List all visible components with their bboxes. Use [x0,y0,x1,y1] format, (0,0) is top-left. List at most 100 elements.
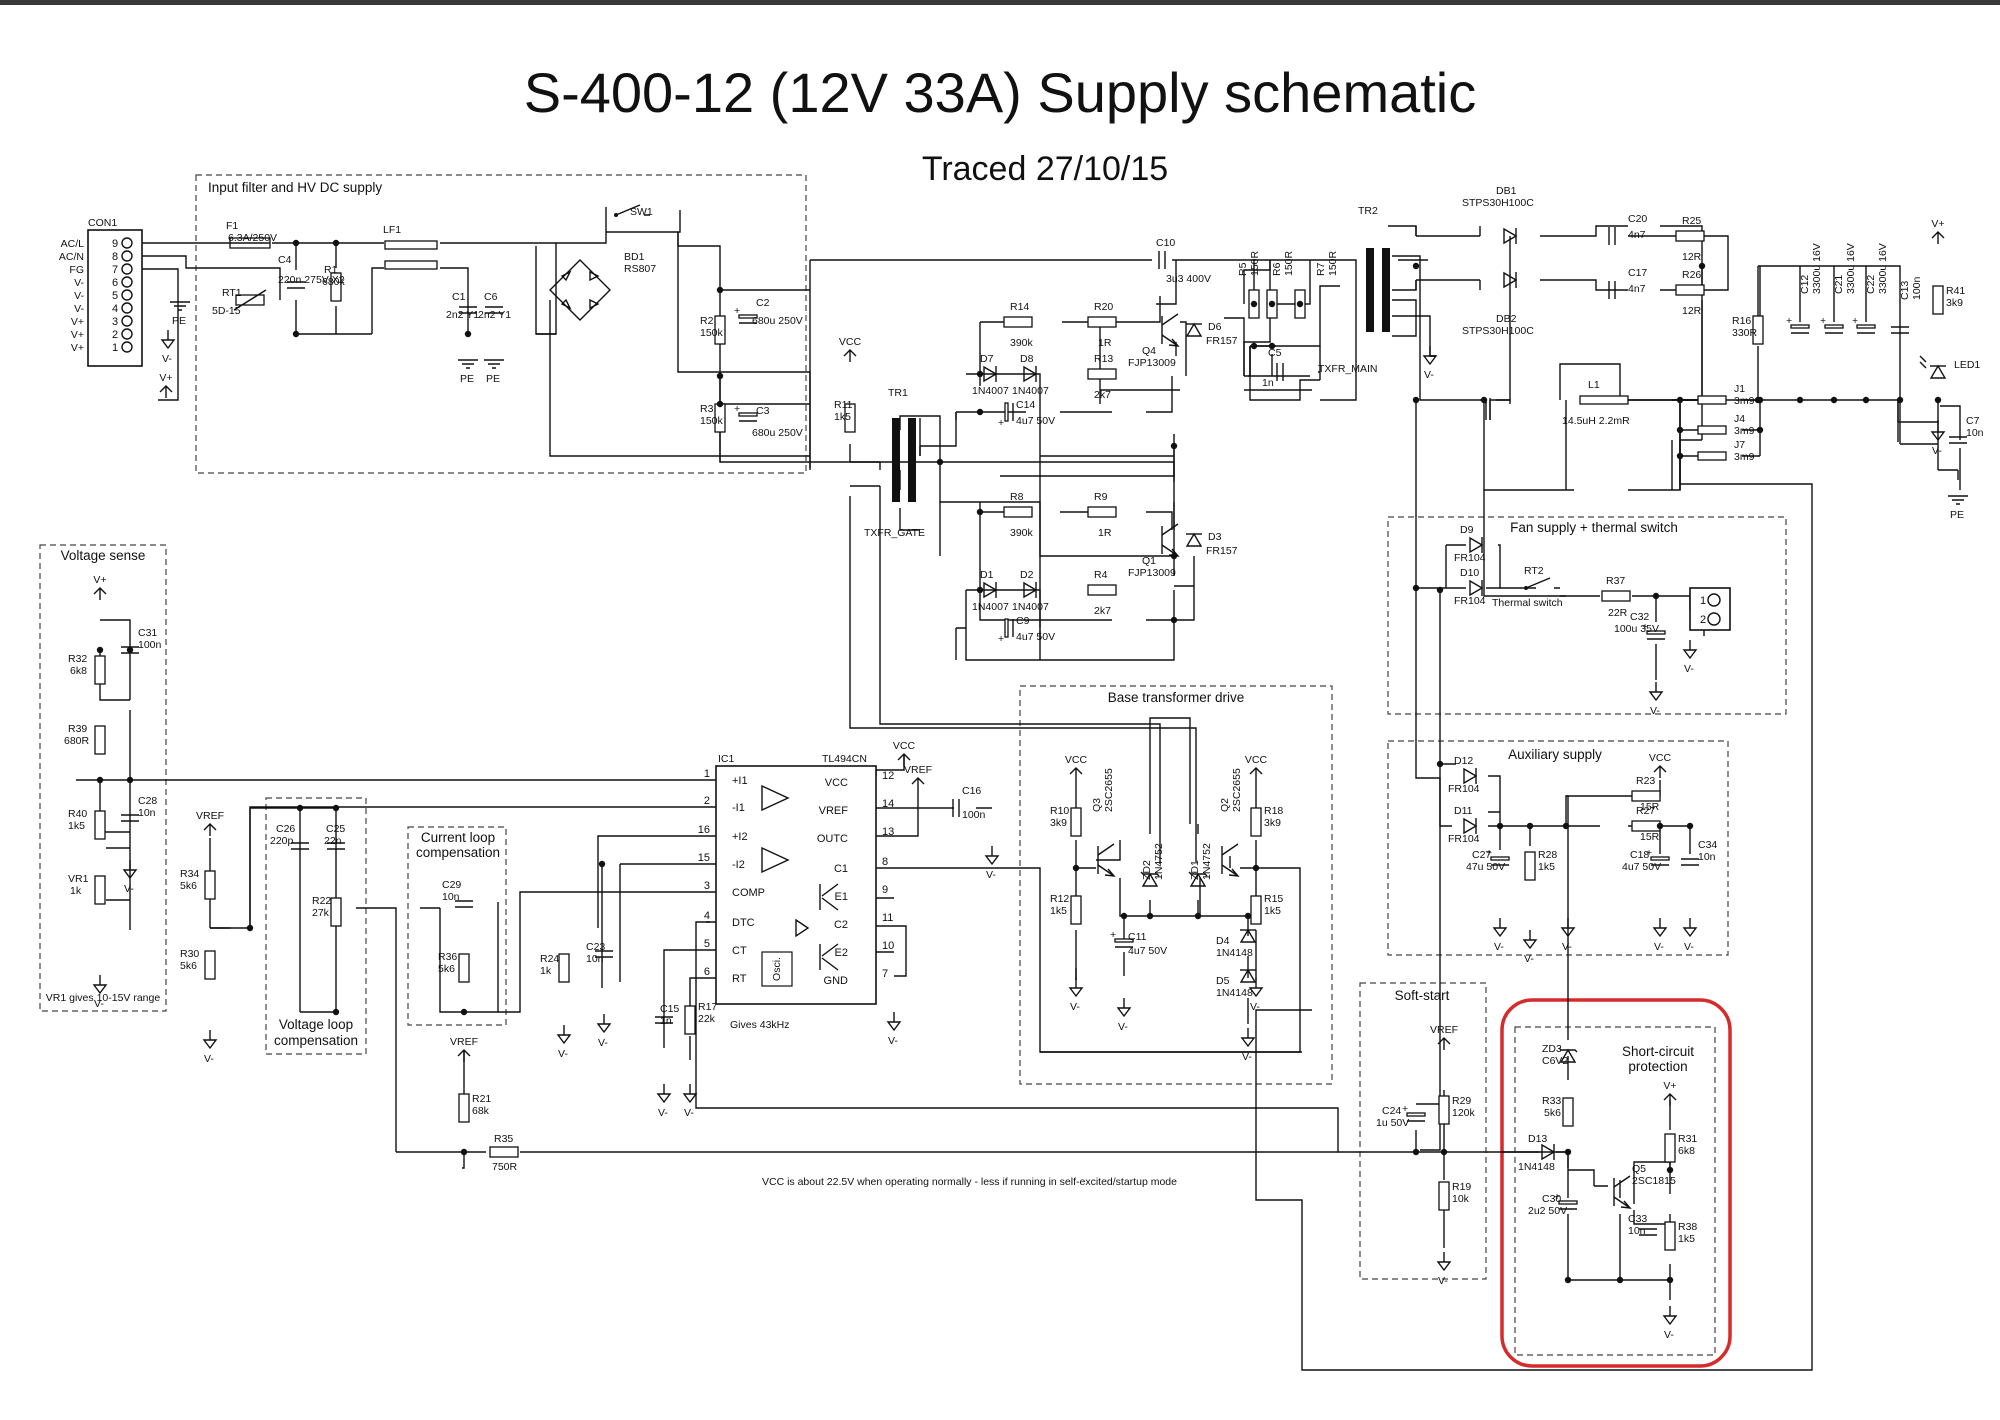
part-ref: C18 [1630,849,1649,861]
rail-vminus: V- [656,1084,672,1119]
ic1-pin-number: 11 [882,912,893,924]
part-value: 680u 250V [752,315,803,327]
part-ref: C6 [484,291,498,303]
con1-pin-circle [121,237,133,249]
component-c20 [1608,227,1616,245]
ic1-pin-number: 14 [882,798,894,810]
part-value: 47u 50V [1466,861,1505,873]
component-c22: + [1852,315,1876,334]
part-value: 4u7 50V [1016,415,1055,427]
component-c6 [485,306,503,314]
part-ref: ZD1 [1189,860,1201,880]
junction-dot [1676,426,1684,434]
wiring [76,207,1961,1371]
part-value: 150R [1249,250,1261,276]
component-r37 [1601,590,1631,602]
part-value: FR104 [1448,783,1480,795]
part-ref: R34 [180,868,199,880]
part-ref: R9 [1094,491,1108,503]
part-ref: L1 [1588,379,1600,391]
part-ref: D12 [1454,755,1473,767]
part-value: 22R [1608,607,1628,619]
rail-label: V- [1242,1051,1252,1063]
voltage-loop-title: Voltage loop [279,1017,353,1032]
svg-text:+: + [734,305,740,317]
component-c11: + [1110,929,1134,948]
component-c21: + [1820,315,1844,334]
junction-dot [1480,396,1488,404]
vcc-note: VCC is about 22.5V when operating normal… [762,1176,1177,1188]
con1-pin-circle [121,302,133,314]
rail-label: VREF [1430,1024,1458,1036]
part-ref: C11 [1128,931,1147,943]
junction-dot [1496,822,1504,830]
part-ref: R27 [1636,805,1655,817]
junction-dot [1526,822,1534,830]
part-value: 3m9 [1734,425,1755,437]
component-r41 [1932,285,1944,315]
part-ref: Q4 [1142,345,1156,357]
rail-vcc: VCC [1649,752,1672,778]
svg-text:+: + [734,403,740,415]
junction-dot [1244,912,1252,920]
component-q2 [1221,843,1240,877]
component-r28 [1524,851,1536,881]
junction-dot [1412,584,1420,592]
part-value: 390k [1010,527,1034,539]
component-zd3 [1558,1047,1578,1063]
ic1-pin-name: E1 [835,891,848,903]
component-r36 [458,953,470,983]
part-ref: ZD3 [1542,1043,1562,1055]
component-r35 [489,1146,519,1158]
part-value: 3300u 16V [1877,243,1889,294]
part-ref: C27 [1472,849,1491,861]
rail-label: V- [658,1107,668,1119]
part-ref: R40 [68,808,87,820]
rail-vcc: VCC [893,740,916,766]
part-ref: R17 [698,1001,717,1013]
part-ref: R35 [494,1133,513,1145]
part-ref: R21 [472,1093,491,1105]
con2-pin1: 1 [1700,595,1706,607]
input-filter-title: Input filter and HV DC supply [208,180,382,195]
part-ref: C20 [1628,213,1647,225]
part-ref: R4 [1094,569,1108,581]
part-value: 680u 250V [752,427,803,439]
part-ref: C26 [276,823,295,835]
component-c29 [455,900,473,908]
part-ref: DB2 [1496,313,1517,325]
part-ref: D13 [1528,1133,1547,1145]
voltage-sense-box [39,544,167,1012]
ic1-pin-number: 13 [882,826,894,838]
component-c14: + [998,402,1014,429]
part-ref: D8 [1020,353,1034,365]
rail-vminus: V- [596,1014,612,1049]
part-ref: R12 [1050,893,1069,905]
con1-pin-circle [121,276,133,288]
component-d8 [1023,365,1038,383]
rail-label: V+ [93,574,106,586]
component-r40 [94,810,106,840]
rail-vminus: V- [1068,978,1084,1013]
part-ref: R8 [1010,491,1024,503]
rail-vminus: V- [1648,682,1664,717]
svg-text:+: + [1820,315,1826,327]
rail-vminus: V- [1492,918,1508,953]
part-value: 5k6 [180,880,197,892]
rail-label: V- [94,998,104,1010]
part-value: 100u 35V [1614,623,1659,635]
part-value: 1u 50V [1376,1117,1409,1129]
component-r25 [1675,230,1705,242]
part-ref: R3 [700,403,714,415]
ic1-pin-name: OUTC [817,833,848,845]
con1-ref: CON1 [88,217,117,229]
part-ref: C4 [278,254,292,266]
component-zd1 [1188,871,1208,887]
rail-label: V+ [1931,218,1944,230]
part-ref: C32 [1630,611,1649,623]
ic1-pin-name: E2 [835,947,848,959]
junction-dot [1412,1148,1420,1156]
part-ref: F1 [226,220,238,232]
component-r13 [1087,368,1117,380]
part-value: 3300u 16V [1845,243,1857,294]
